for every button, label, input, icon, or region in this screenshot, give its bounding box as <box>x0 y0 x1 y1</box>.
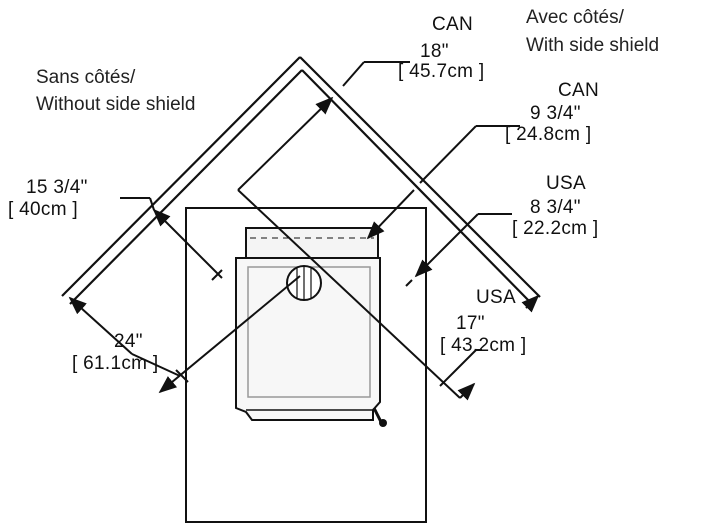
can-side-region: CAN <box>558 80 600 101</box>
corner-walls <box>61 56 541 305</box>
usa-corner-region: USA <box>476 287 516 308</box>
usa-corner-metric: [ 43.2cm ] <box>440 335 527 356</box>
with-side-shield-fr: Avec côtés/ <box>526 7 624 28</box>
usa-corner-imperial: 17" <box>456 313 485 334</box>
without-side-shield-fr: Sans côtés/ <box>36 67 136 88</box>
can-corner-imperial: 18" <box>420 41 449 62</box>
without-side-shield-en: Without side shield <box>36 94 196 115</box>
can-corner-region: CAN <box>432 14 474 35</box>
left-side-metric: [ 40cm ] <box>8 199 78 220</box>
left-corner-metric: [ 61.1cm ] <box>72 353 159 374</box>
usa-side-region: USA <box>546 173 586 194</box>
left-corner-imperial: 24" <box>114 331 143 352</box>
can-side-metric: [ 24.8cm ] <box>505 124 592 145</box>
usa-side-imperial: 8 3/4" <box>530 197 581 218</box>
with-side-shield-heading: Avec côtés/ With side shield <box>526 8 659 55</box>
can-corner-metric: [ 45.7cm ] <box>398 61 485 82</box>
without-side-shield-heading: Sans côtés/ Without side shield <box>36 68 195 114</box>
usa-side-metric: [ 22.2cm ] <box>512 218 599 239</box>
with-side-shield-en: With side shield <box>526 35 660 56</box>
clearance-lines <box>68 61 540 401</box>
can-side-imperial: 9 3/4" <box>530 103 581 124</box>
left-side-imperial: 15 3/4" <box>26 177 88 198</box>
